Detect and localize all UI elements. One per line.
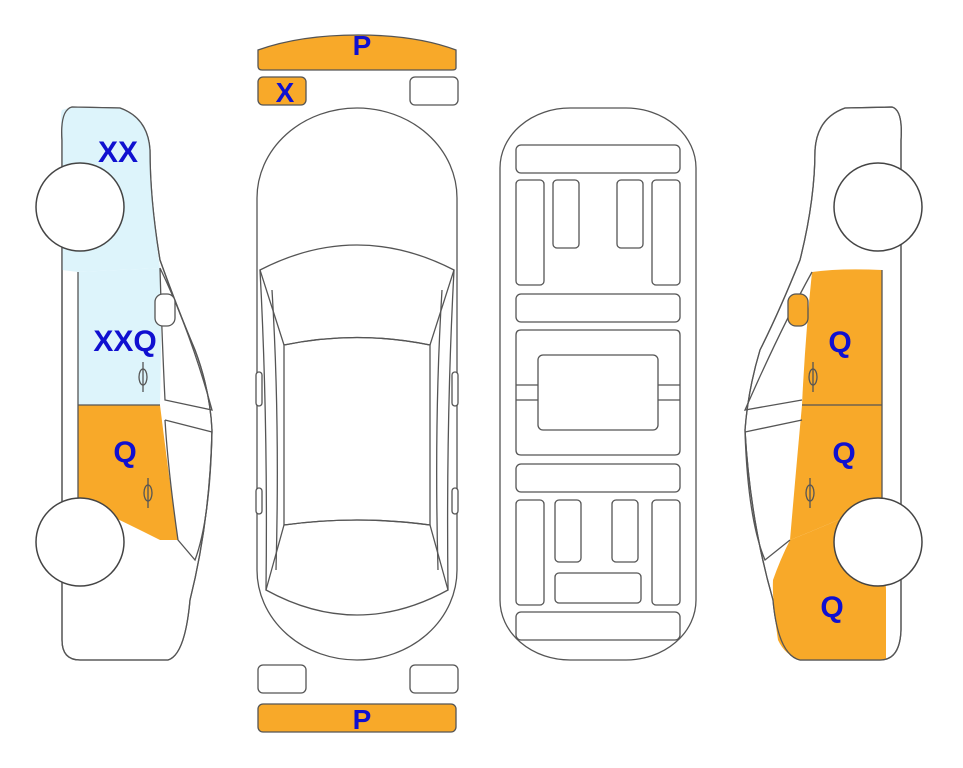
front-right-headlight — [409, 76, 459, 106]
top-right-mirror — [451, 371, 459, 407]
right-front-door-damage[interactable] — [802, 269, 882, 405]
right-mirror — [787, 293, 809, 327]
car-right-side-view: Q Q Q — [743, 106, 923, 661]
left-front-wheel — [35, 162, 125, 252]
top-body-outline — [256, 107, 458, 661]
right-rear-wheel — [833, 497, 923, 587]
left-front-fender-label: XX — [98, 136, 138, 169]
right-body-outline-top — [744, 106, 902, 661]
left-rear-window-line — [164, 419, 213, 562]
front-bumper-damage[interactable] — [257, 34, 457, 71]
top-rear-window — [265, 519, 449, 616]
front-left-headlight-label: X — [276, 77, 295, 108]
left-rear-door-label: Q — [113, 436, 136, 469]
car-top-view: P X P — [255, 30, 459, 735]
right-front-wheel — [833, 162, 923, 252]
left-rear-wheel — [35, 497, 125, 587]
car-underbody-view — [499, 107, 697, 661]
right-rear-quarter-label: Q — [820, 591, 843, 624]
rear-left-taillight — [257, 664, 307, 694]
underbody-front-bar — [515, 144, 681, 174]
top-left-mirror — [255, 371, 263, 407]
left-mirror — [154, 293, 176, 327]
rear-right-taillight — [409, 664, 459, 694]
front-left-headlight-damage[interactable] — [257, 76, 307, 106]
left-front-door-label: XXQ — [93, 325, 156, 358]
underbody-rear-bar — [515, 611, 681, 641]
car-left-side-view: XX XXQ Q — [35, 106, 213, 661]
rear-bumper-label: P — [353, 704, 372, 735]
right-rear-door-label: Q — [832, 437, 855, 470]
rear-bumper-damage[interactable] — [257, 703, 457, 733]
right-front-door-label: Q — [828, 326, 851, 359]
front-bumper-label: P — [353, 30, 372, 61]
left-body-outline-top — [61, 106, 213, 661]
underbody-center-panel — [537, 354, 659, 431]
